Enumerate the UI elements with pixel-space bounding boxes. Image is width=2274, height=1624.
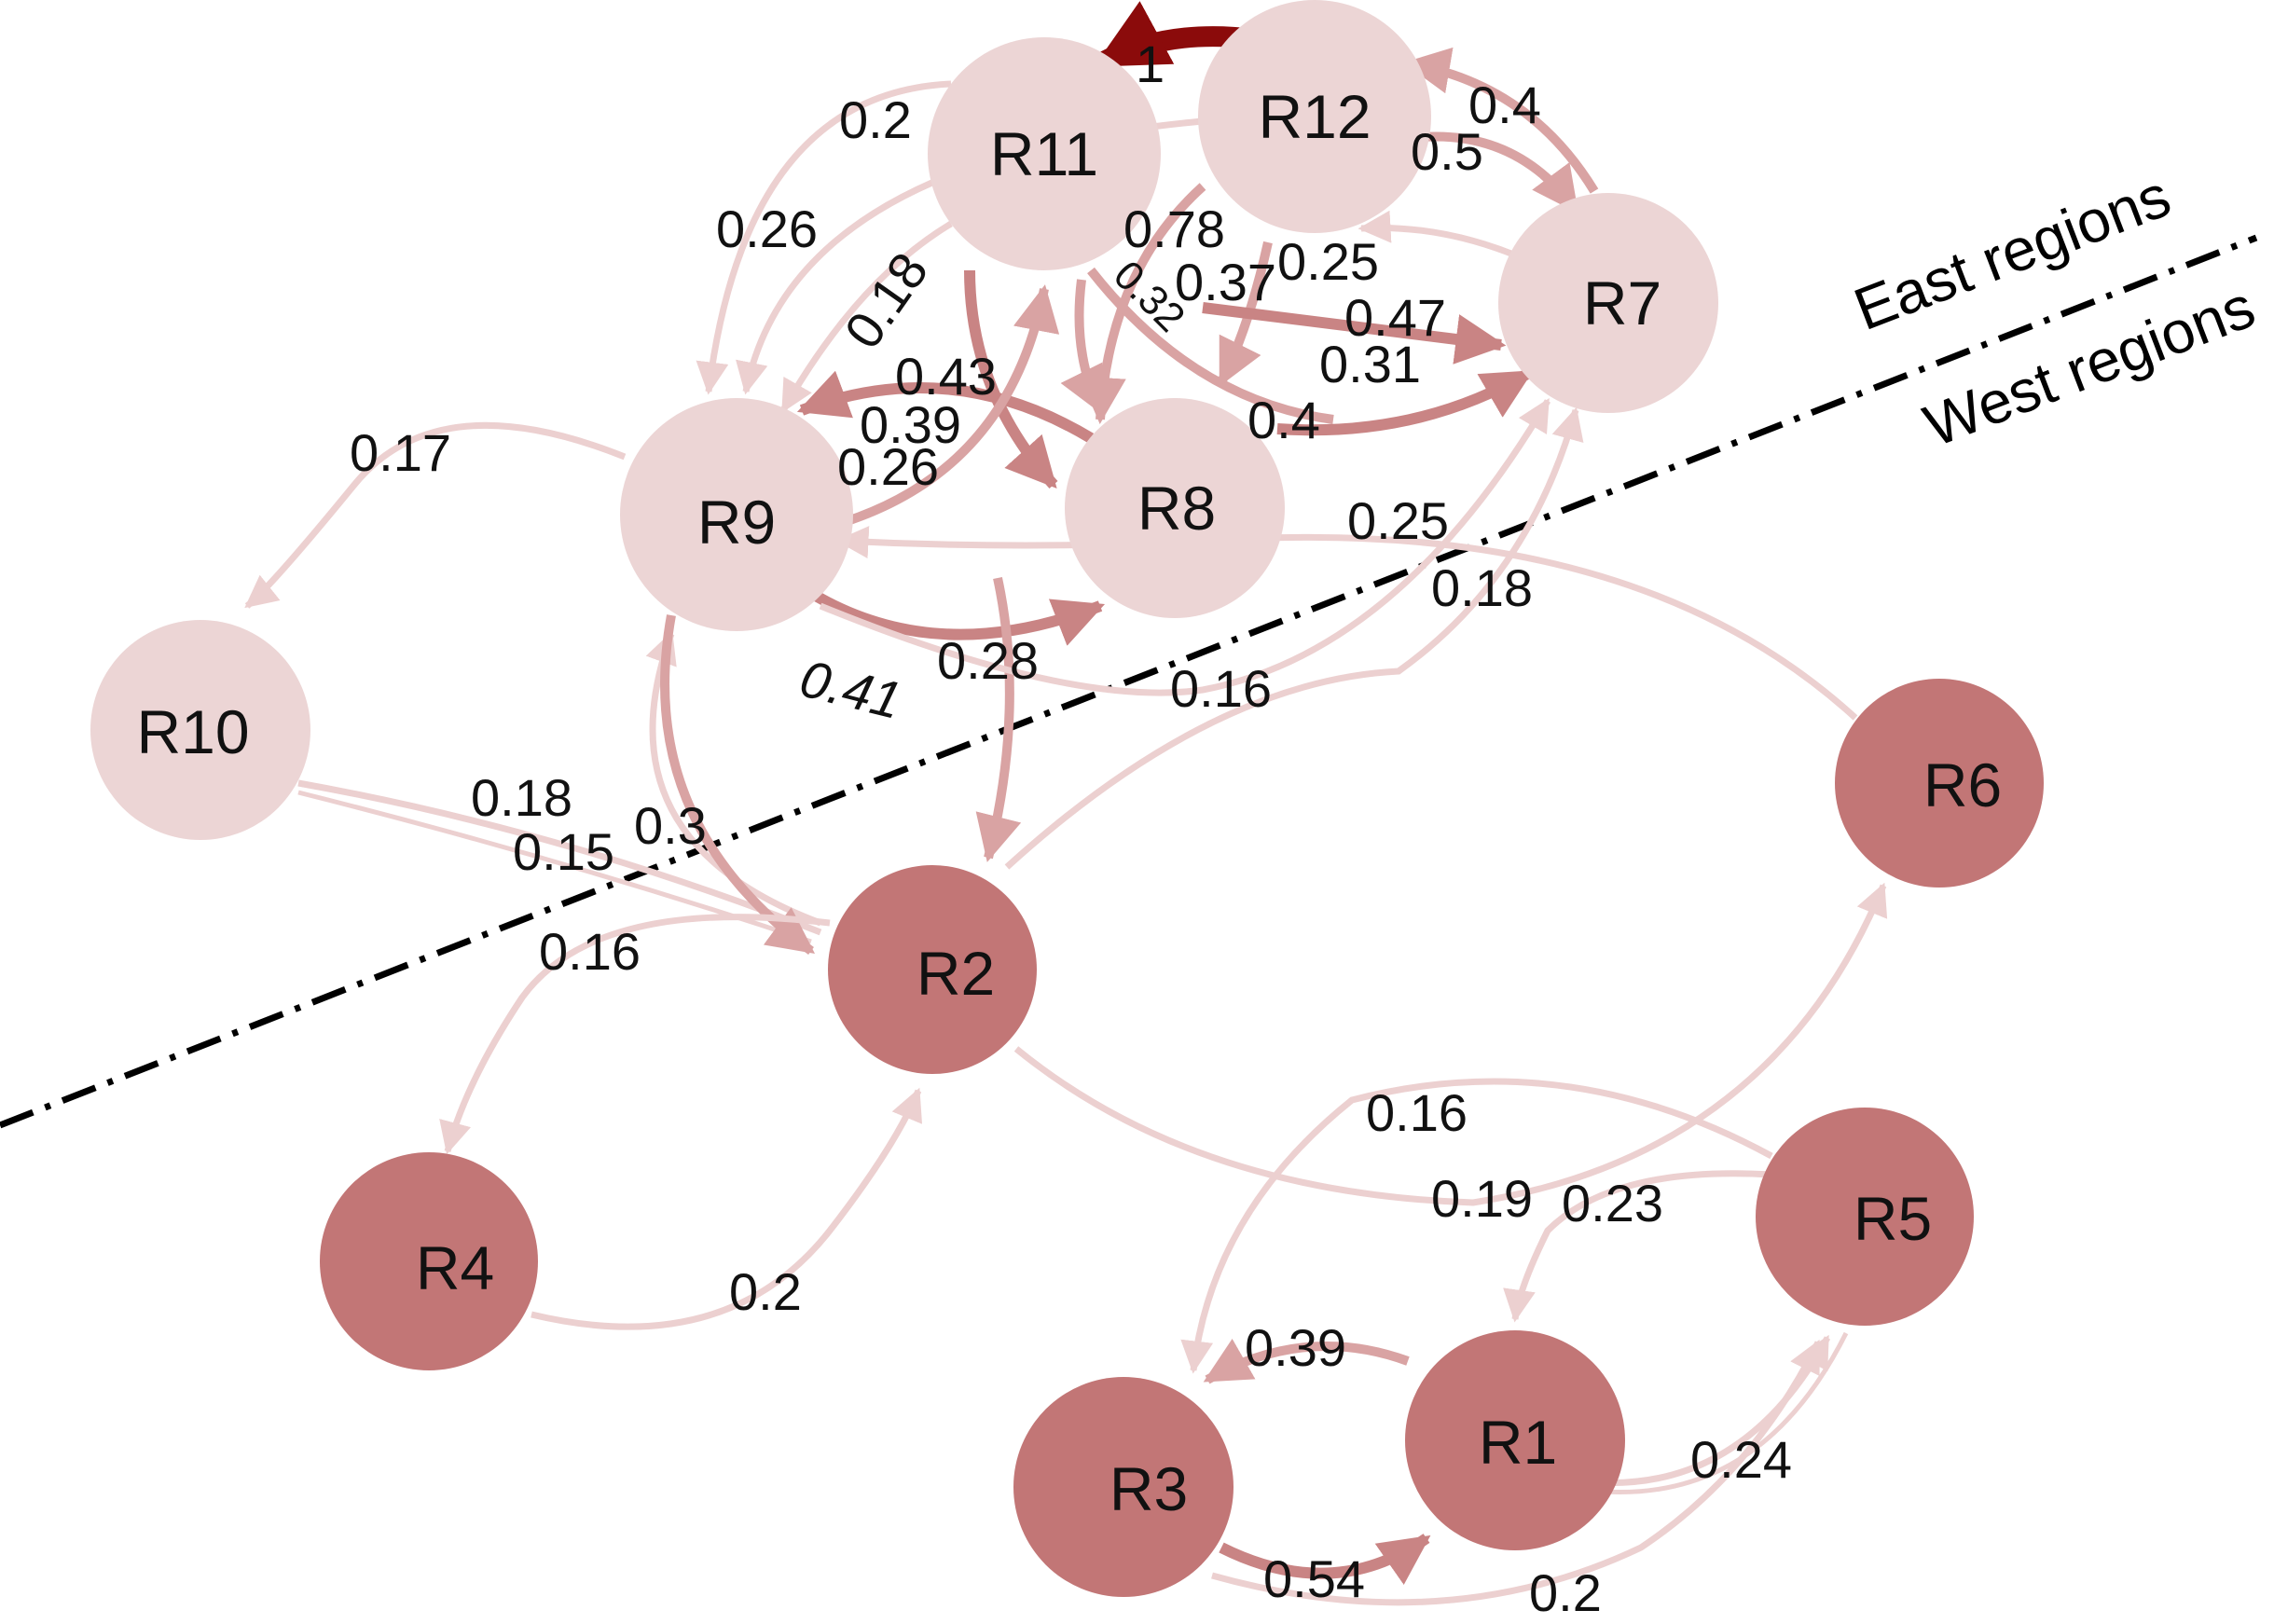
edge-weight-label: 0.18	[833, 241, 939, 358]
node-R10[interactable]: R10	[90, 620, 310, 840]
edge-weight-label: 0.78	[1123, 200, 1225, 258]
edge-weight-label: 0.25	[1277, 232, 1379, 291]
node-R3[interactable]: R3	[1013, 1377, 1233, 1597]
edge-weight-label: 0.39	[1245, 1318, 1346, 1377]
edge-R9-R11	[809, 284, 1060, 536]
edge-R2-R9	[645, 630, 822, 927]
node-label: R2	[916, 939, 995, 1008]
node-label: R10	[136, 697, 249, 766]
edge-R11-R9-outer	[696, 80, 952, 395]
node-label: R3	[1109, 1454, 1188, 1523]
edge-weight-label: 0.19	[1431, 1169, 1533, 1228]
edge-weight-label: 0.17	[350, 423, 451, 482]
node-R4[interactable]: R4	[320, 1152, 538, 1370]
edge-weight-label: 0.54	[1263, 1549, 1365, 1608]
edge-weight-label: 0.26	[716, 200, 818, 258]
edge-layer	[244, 1, 1888, 1606]
edge-R5-R1	[1503, 1170, 1772, 1323]
edge-R2-R7	[1004, 406, 1584, 870]
edge-R2-R6	[1013, 882, 1888, 1206]
edge-weight-label: 0.2	[839, 90, 912, 149]
edge-weight-label: 0.39	[860, 395, 961, 454]
edge-R8-R7	[1276, 367, 1534, 436]
node-R11[interactable]: R11	[928, 37, 1161, 270]
edge-R4-R2	[531, 1087, 923, 1330]
edge-R9-R8	[798, 582, 1106, 646]
edge-weight-label: 0.28	[937, 631, 1039, 690]
edge-R8-R9	[796, 370, 1095, 444]
node-R8[interactable]: R8	[1065, 398, 1285, 618]
edge-R6-R9	[835, 526, 1858, 721]
edge-R9-R2-right	[819, 397, 1551, 696]
node-R9[interactable]: R9	[620, 398, 853, 631]
edge-weight-label: 1	[1136, 34, 1165, 93]
edge-R11-R8	[964, 269, 1058, 489]
edge-R11-R7	[1087, 267, 1334, 424]
node-label: R5	[1854, 1184, 1932, 1253]
node-R1[interactable]: R1	[1405, 1330, 1625, 1550]
node-label: R12	[1258, 82, 1371, 151]
edge-R1-R3	[1203, 1338, 1410, 1384]
edge-weight-label: 0.16	[1170, 659, 1272, 718]
edge-weight-label: 0.2	[729, 1262, 802, 1321]
edge-weight-label: 0.5	[1411, 122, 1483, 181]
edge-weight-label: 0.2	[1529, 1563, 1602, 1619]
node-label: R7	[1583, 268, 1661, 337]
region-divider	[0, 234, 2258, 1129]
node-label: R9	[697, 488, 776, 557]
edge-weight-label: 0.16	[539, 922, 641, 981]
edge-label-layer: 1 0.2 0.4 0.5 0.26 0.18 0.78 0.32 0.37 0…	[350, 34, 1792, 1622]
node-layer: R11 R12 R7 R9 R8 R10 R2 R6	[90, 0, 2044, 1597]
edge-weight-label: 0.16	[1366, 1083, 1468, 1142]
edge-weight-label: 0.31	[1319, 335, 1421, 393]
node-R7[interactable]: R7	[1498, 193, 1718, 413]
edge-R11-R7-b	[1202, 302, 1507, 365]
node-R5[interactable]: R5	[1756, 1108, 1974, 1326]
node-label: R4	[416, 1233, 494, 1302]
edge-R5-R3	[1180, 1078, 1773, 1374]
edge-weight-label: 0.25	[1347, 491, 1449, 550]
node-R2[interactable]: R2	[828, 865, 1037, 1074]
edge-R11-R8-b	[1060, 279, 1105, 415]
node-R6[interactable]: R6	[1835, 679, 2044, 888]
edge-weight-label: 0.18	[471, 768, 572, 827]
edge-weight-label: 0.23	[1562, 1174, 1663, 1232]
node-label: R11	[990, 119, 1098, 188]
edge-weight-label: 0.15	[513, 822, 614, 881]
edge-weight-label: 0.41	[794, 649, 907, 730]
edge-R9-R10	[244, 421, 627, 609]
edge-weight-label: 0.47	[1344, 288, 1446, 347]
edge-weight-label: 0.4	[1247, 391, 1320, 449]
edge-weight-label: 0.26	[837, 437, 939, 496]
edge-weight-label: 0.43	[895, 347, 997, 406]
edge-weight-label: 0.24	[1690, 1430, 1792, 1489]
node-R12[interactable]: R12	[1198, 0, 1431, 233]
edge-weight-label: 0.18	[1431, 558, 1533, 617]
edge-R3-R1	[1219, 1534, 1431, 1585]
edge-R9-R2	[660, 614, 816, 956]
edge-R2-R4	[439, 914, 831, 1155]
edge-R12-R8	[1079, 183, 1206, 424]
edge-R12-R8-b	[1217, 241, 1273, 387]
node-label: R1	[1479, 1408, 1557, 1477]
edge-R8-R2	[975, 576, 1022, 862]
edge-R7-R12-low	[1358, 210, 1531, 265]
edge-weight-label: 0.3	[634, 796, 707, 855]
node-label: R6	[1923, 750, 2002, 819]
node-label: R8	[1137, 474, 1216, 543]
edge-weight-label: 0.37	[1175, 253, 1276, 311]
edge-R3-R5	[1211, 1339, 1822, 1606]
edge-R10-R2	[297, 779, 822, 936]
edge-weight-label: 0.4	[1468, 76, 1541, 134]
